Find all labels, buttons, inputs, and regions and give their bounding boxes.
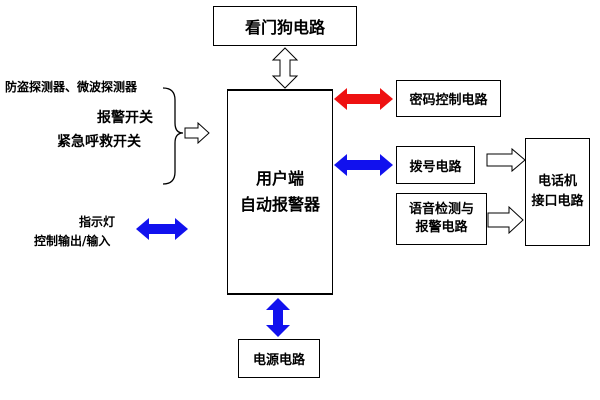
main-alarm-label-line2: 自动报警器 (239, 195, 320, 214)
emergency-switch-label: 紧急呼救开关 (57, 134, 141, 150)
dial-label: 拨号电路 (409, 159, 462, 175)
phone-interface-box: 电话机 接口电路 (525, 138, 590, 246)
dial-main-double-arrow (334, 154, 393, 176)
alarm-switch-label: 报警开关 (97, 110, 153, 126)
phone-label-line2: 接口电路 (531, 194, 584, 209)
detectors-label: 防盗探测器、微波探测器 (5, 80, 138, 94)
watchdog-main-double-arrow (271, 47, 299, 89)
password-main-double-arrow (334, 88, 393, 110)
indicator-label-line1: 指示灯 (79, 215, 116, 229)
indicator-double-arrow (136, 218, 188, 240)
input-group-brace (162, 87, 184, 185)
password-label: 密码控制电路 (409, 93, 488, 108)
main-alarm-label-line1: 用户端 (255, 169, 304, 188)
voice-box: 语音检测与 报警电路 (396, 193, 487, 245)
dial-box: 拨号电路 (396, 146, 475, 184)
main-alarm-box: 用户端 自动报警器 (227, 89, 333, 295)
power-label: 电源电路 (252, 353, 305, 368)
voice-label-line1: 语音检测与 (408, 202, 474, 217)
voice-label-line2: 报警电路 (415, 220, 468, 235)
power-box: 电源电路 (238, 339, 320, 378)
watchdog-box: 看门狗电路 (213, 6, 357, 46)
dial-to-phone-arrow (486, 147, 526, 173)
voice-to-phone-arrow (487, 205, 524, 235)
inputs-to-main-arrow (184, 121, 210, 145)
indicator-label-line2: 控制输出/输入 (34, 234, 111, 248)
watchdog-label: 看门狗电路 (244, 18, 325, 37)
phone-label-line1: 电话机 (537, 174, 577, 189)
password-box: 密码控制电路 (396, 80, 501, 117)
power-main-double-arrow (266, 298, 290, 337)
